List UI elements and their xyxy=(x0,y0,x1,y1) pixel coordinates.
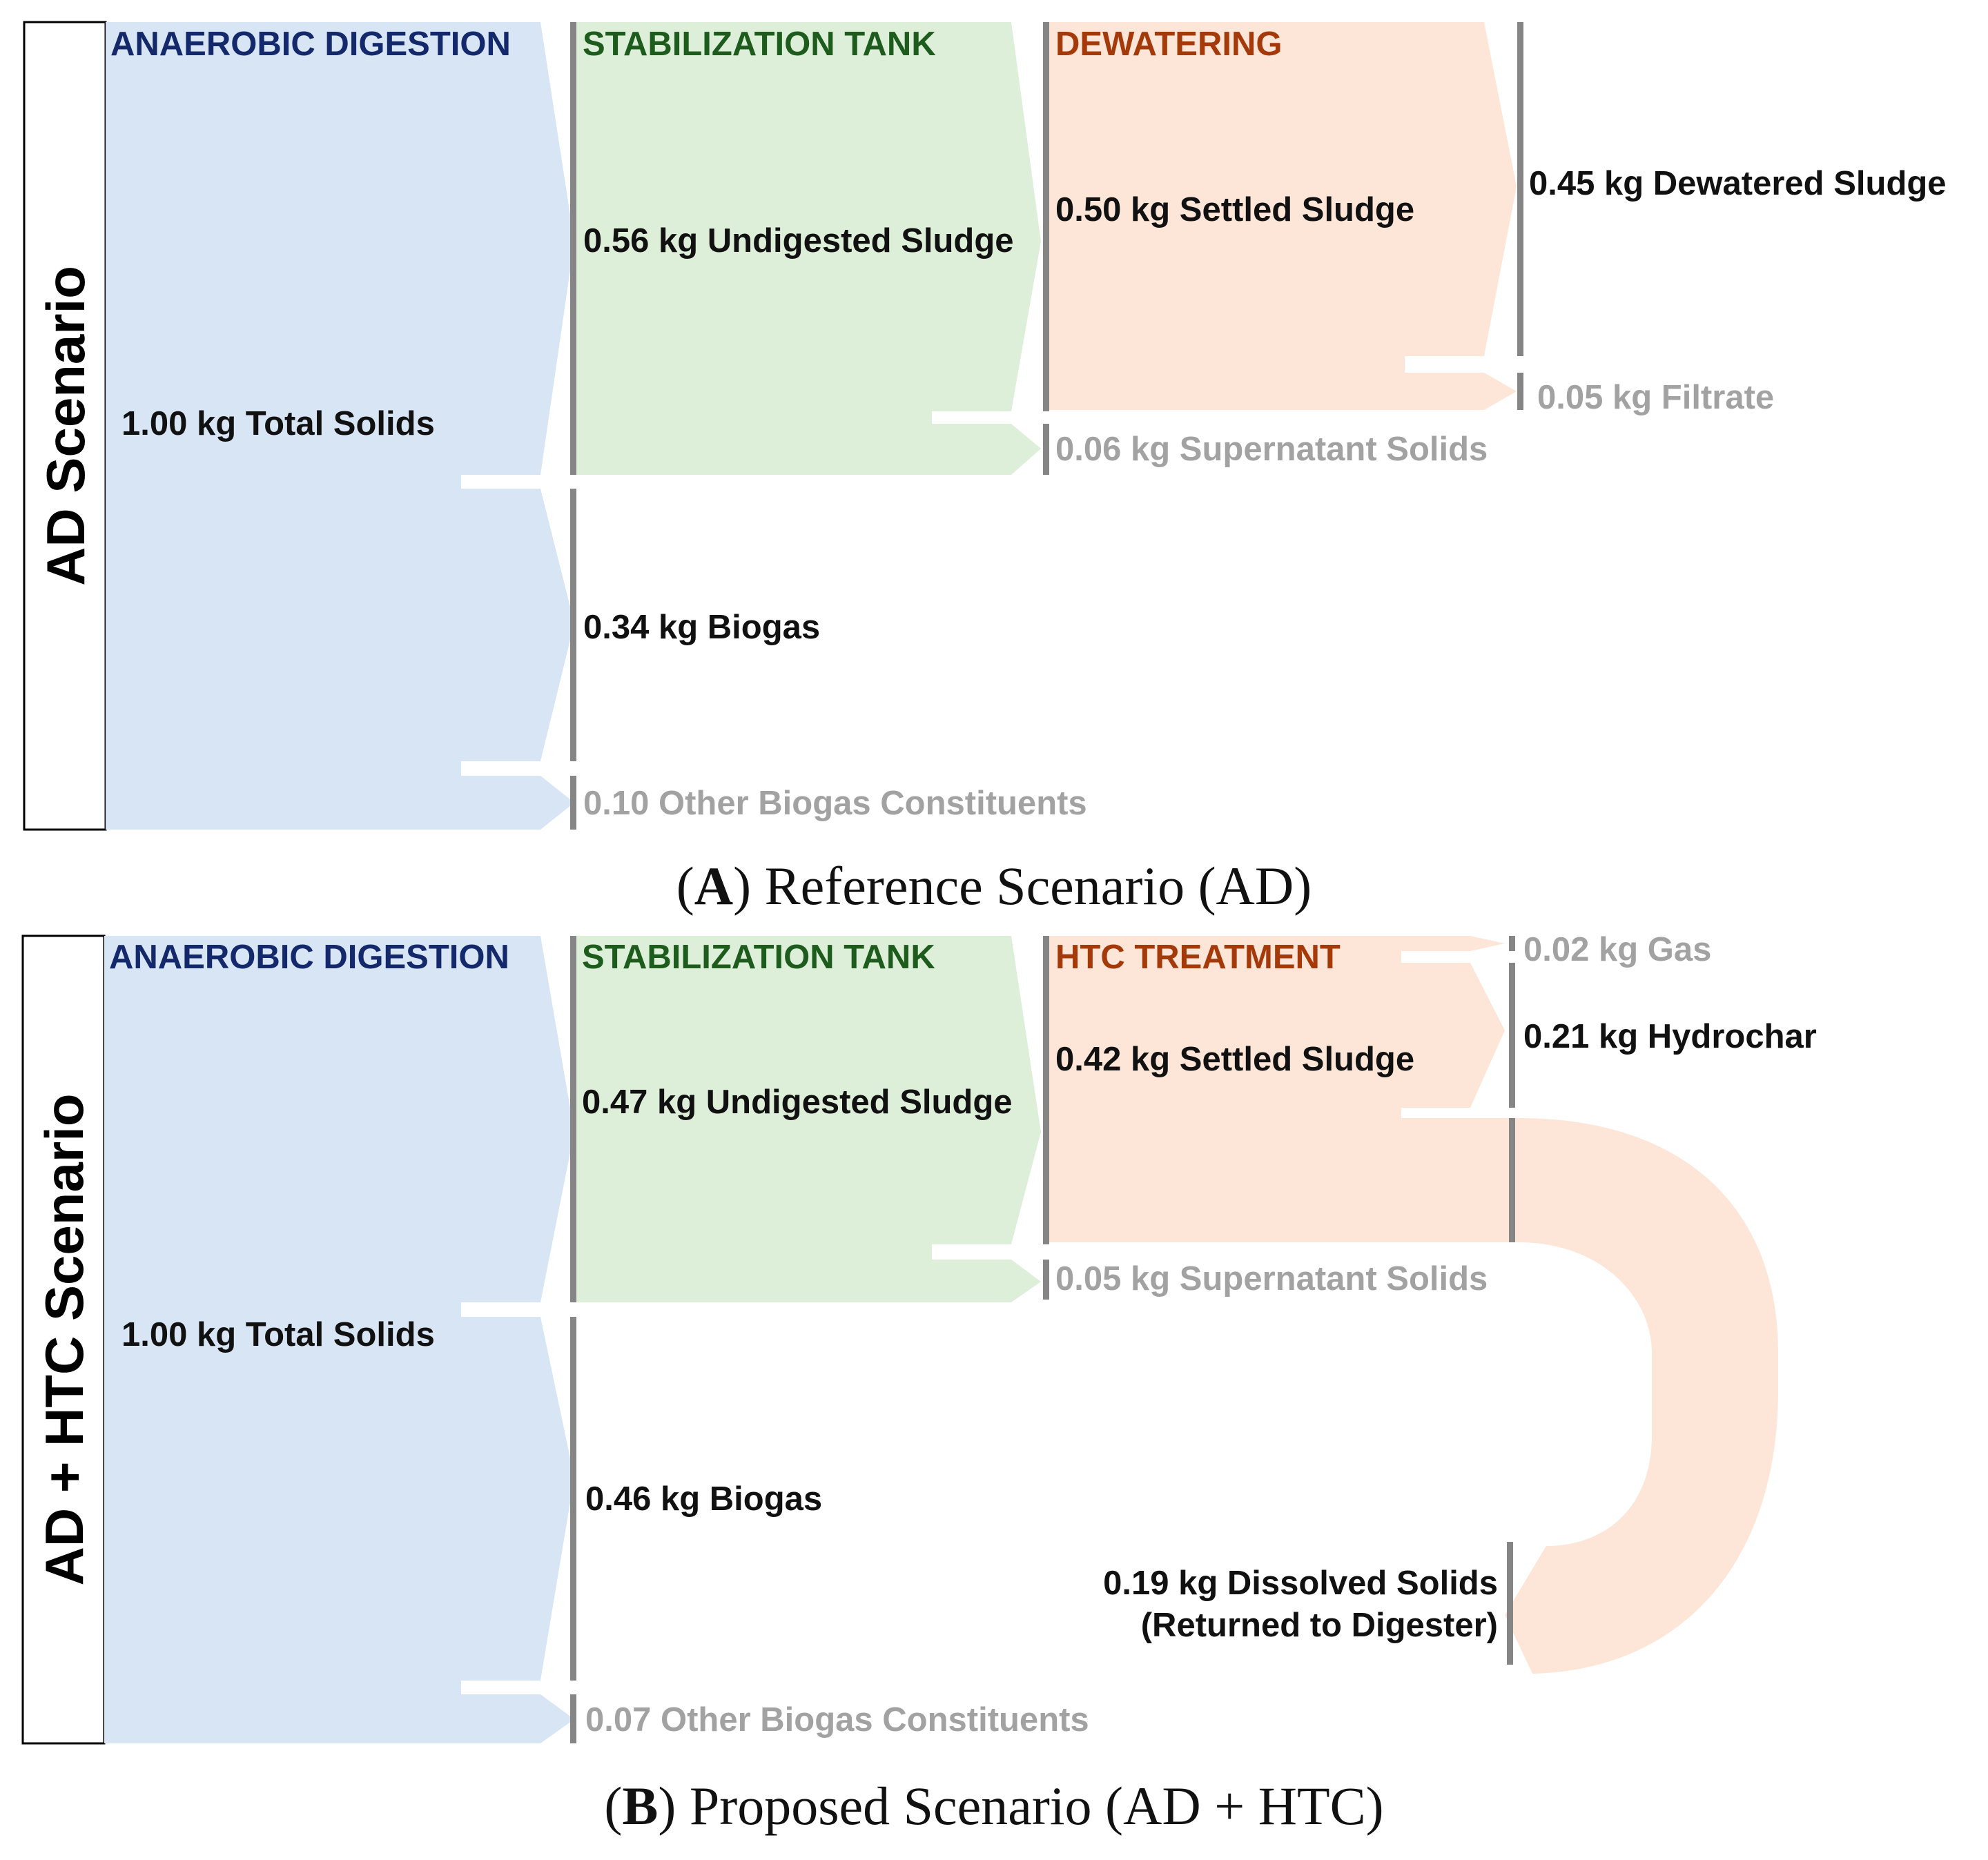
node-bar-a-filtrate xyxy=(1517,373,1523,410)
label-b-hydrochar: 0.21 kg Hydrochar xyxy=(1523,1018,1817,1055)
flow-b-htc-to-gas xyxy=(1049,936,1505,963)
label-b-settled: 0.42 kg Settled Sludge xyxy=(1055,1041,1414,1078)
label-b-dissolved-2: (Returned to Digester) xyxy=(1141,1607,1498,1644)
node-bar-a-supernatant xyxy=(1043,424,1049,475)
flow-a-stab-to-settled xyxy=(576,22,1041,424)
panel-a-caption-text: Reference Scenario (AD) xyxy=(765,856,1312,916)
panel-b-caption-letter: B xyxy=(622,1776,658,1836)
flow-a-stab-to-supernatant xyxy=(576,424,1041,475)
node-bar-b-hydrochar xyxy=(1509,963,1515,1108)
flow-a-ad-to-biogas xyxy=(106,489,574,776)
flow-b-stab-to-settled xyxy=(576,936,1041,1260)
panel-b-stage-stab: STABILIZATION TANK xyxy=(582,939,935,976)
flow-a-dewater-to-dewatered xyxy=(1049,22,1517,373)
panel-b-side-box xyxy=(21,934,106,1745)
panel-b-stage-htc: HTC TREATMENT xyxy=(1055,939,1341,976)
label-b-gas: 0.02 kg Gas xyxy=(1523,931,1711,968)
label-a-undigested: 0.56 kg Undigested Sludge xyxy=(583,222,1014,260)
flow-b-htc-to-hydrochar xyxy=(1049,963,1505,1118)
node-bar-a-other-biogas xyxy=(570,776,576,830)
panel-b-side-label: AD + HTC Scenario xyxy=(34,1093,95,1585)
label-a-supernatant: 0.06 kg Supernatant Solids xyxy=(1055,431,1488,468)
label-a-dewatered: 0.45 kg Dewatered Sludge xyxy=(1529,165,1947,202)
label-b-total-solids: 1.00 kg Total Solids xyxy=(121,1316,435,1353)
label-b-dissolved-1: 0.19 kg Dissolved Solids xyxy=(1103,1565,1498,1602)
node-bar-a-settled xyxy=(1043,22,1049,411)
node-bar-b-gas xyxy=(1509,936,1515,951)
node-bar-b-other-biogas xyxy=(570,1694,576,1743)
flow-a-ad-to-undigested xyxy=(106,22,574,489)
label-a-settled: 0.50 kg Settled Sludge xyxy=(1055,191,1414,228)
node-bar-a-dewatered xyxy=(1517,22,1523,356)
label-b-undigested: 0.47 kg Undigested Sludge xyxy=(582,1084,1013,1121)
panel-a-side-box xyxy=(23,21,107,831)
panel-a-caption-letter: A xyxy=(694,856,733,916)
panel-a-stage-stab: STABILIZATION TANK xyxy=(583,26,936,63)
panel-a-side-label: AD Scenario xyxy=(35,266,96,586)
node-bar-a-biogas xyxy=(570,489,576,761)
label-a-total-solids: 1.00 kg Total Solids xyxy=(121,405,435,442)
panel-b-caption-text: Proposed Scenario (AD + HTC) xyxy=(690,1776,1384,1836)
flow-b-ad-to-undigested xyxy=(104,936,574,1317)
panel-a-stage-dewater: DEWATERING xyxy=(1055,26,1282,63)
flow-b-ad-to-other-biogas xyxy=(104,1694,574,1743)
panel-a-caption: (A) Reference Scenario (AD) xyxy=(676,856,1312,916)
node-bar-b-supernatant xyxy=(1043,1260,1049,1300)
label-b-supernatant: 0.05 kg Supernatant Solids xyxy=(1055,1260,1488,1298)
label-a-filtrate: 0.05 kg Filtrate xyxy=(1537,379,1774,416)
node-bar-b-biogas xyxy=(570,1317,576,1681)
label-a-biogas: 0.34 kg Biogas xyxy=(583,609,820,646)
panel-b-stage-ad: ANAEROBIC DIGESTION xyxy=(109,939,509,976)
node-bar-b-htc-outflow xyxy=(1509,1118,1515,1242)
panel-a: AD Scenario ANAEROBIC DIGESTION STABILIZ… xyxy=(23,21,1947,916)
node-bar-b-settled xyxy=(1043,936,1049,1244)
panel-b-caption: (B) Proposed Scenario (AD + HTC) xyxy=(604,1776,1383,1836)
label-a-other-biogas: 0.10 Other Biogas Constituents xyxy=(583,785,1087,822)
node-bar-a-undigested xyxy=(570,22,576,475)
panel-b: AD + HTC Scenario ANAEROBIC DIGESTION ST… xyxy=(21,931,1817,1836)
flow-a-ad-to-other-biogas xyxy=(106,776,574,830)
label-b-other-biogas: 0.07 Other Biogas Constituents xyxy=(585,1701,1089,1739)
label-b-biogas: 0.46 kg Biogas xyxy=(585,1480,822,1518)
node-bar-b-dissolved xyxy=(1507,1542,1513,1665)
flow-b-stab-to-supernatant xyxy=(576,1260,1041,1302)
node-bar-b-undigested xyxy=(570,936,576,1302)
flow-b-ad-to-biogas xyxy=(104,1317,574,1694)
flow-a-dewater-to-filtrate xyxy=(1049,373,1517,410)
flow-b-htc-to-dissolved xyxy=(1049,1118,1778,1674)
panel-a-stage-ad: ANAEROBIC DIGESTION xyxy=(110,26,511,63)
